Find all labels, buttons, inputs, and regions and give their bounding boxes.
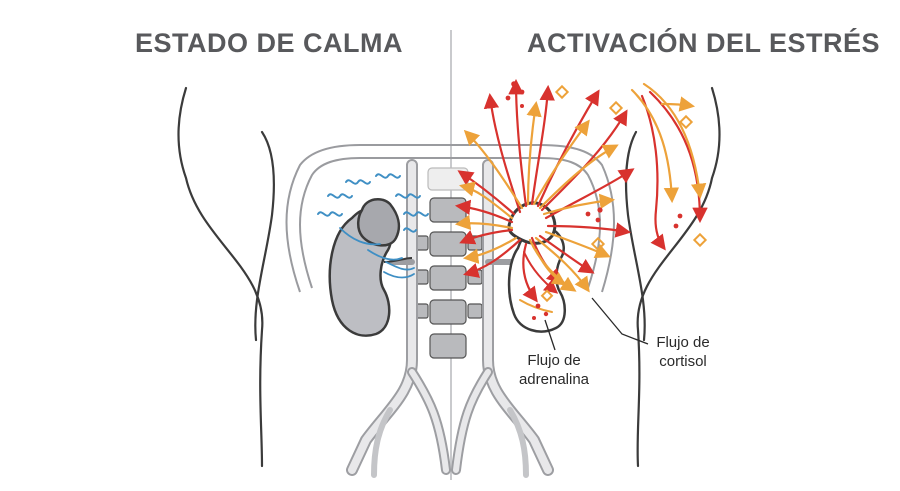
calm-panel-title: ESTADO DE CALMA <box>135 28 403 58</box>
cortisol-arrows <box>454 82 707 293</box>
calm-signal-waves <box>317 173 429 233</box>
adrenaline-particles <box>505 81 683 320</box>
torso-outline <box>177 86 721 468</box>
great-vessels <box>346 159 554 478</box>
adrenaline-flow-label: Flujo de adrenalina <box>518 352 590 388</box>
calm-kidney <box>328 197 413 337</box>
cortisol-particles <box>540 84 708 303</box>
calm-nerve-lines <box>339 227 415 279</box>
spine <box>413 167 483 359</box>
stress-panel-title: ACTIVACIÓN DEL ESTRÉS <box>527 28 881 58</box>
cortisol-flow-label: Flujo de cortisol <box>656 334 710 370</box>
kidney-inner-flows <box>519 249 567 313</box>
adrenaline-arrows <box>454 78 708 303</box>
stress-kidney <box>507 201 566 333</box>
callout-leaders <box>544 297 649 351</box>
